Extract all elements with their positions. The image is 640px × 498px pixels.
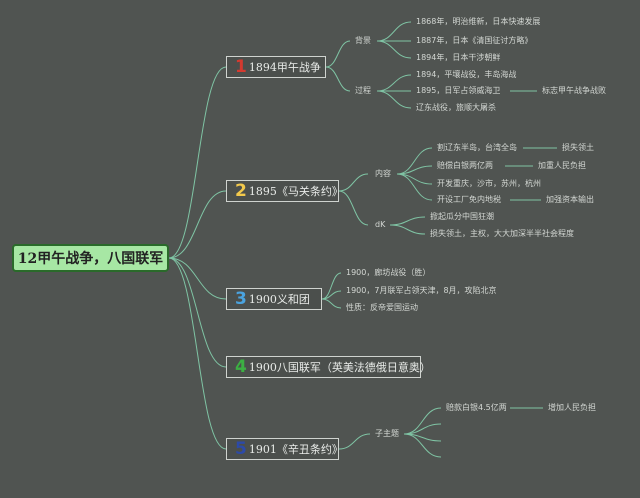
topic-label: 1900八国联军（英美法德俄日意奥） [248, 361, 431, 374]
group-label-subtopic[interactable]: 子主题 [375, 429, 399, 438]
topic-shimonoseki-treaty[interactable]: 2 1895《马关条约》 [226, 180, 343, 202]
topic-number: 3 [235, 288, 247, 309]
root-branch-line [168, 66, 227, 259]
leaf-item[interactable]: 掀起瓜分中国狂潮 [430, 212, 494, 221]
leaf-item[interactable]: 1894年，日本干涉朝鲜 [416, 53, 501, 62]
leaf-item[interactable]: 1895，日军占领威海卫 [416, 86, 501, 95]
topic-number: 4 [235, 356, 247, 377]
topic-number: 5 [235, 438, 247, 459]
branch-line [338, 190, 369, 226]
leaf-note[interactable]: 损失领土 [562, 143, 594, 152]
leaf-item[interactable]: 1868年，明治维新，日本快速发展 [416, 17, 541, 26]
branch-line [403, 433, 442, 458]
topic-number: 2 [235, 180, 247, 201]
branch-line [376, 40, 412, 59]
group-label-impact[interactable]: dK [375, 220, 386, 229]
topic-label: 1900义和团 [248, 293, 310, 306]
topic-label: 1901《辛丑条约》 [248, 443, 343, 456]
root-topic[interactable]: 12甲午战争，八国联军 [12, 244, 169, 272]
topic-label: 1894甲午战争 [248, 61, 321, 74]
root-branch-line [168, 190, 227, 259]
leaf-item[interactable]: 1900，廊坊战役（胜） [346, 268, 431, 277]
leaf-item[interactable]: 辽东战役，旅顺大屠杀 [416, 103, 496, 112]
branch-line [376, 90, 412, 109]
branch-line [396, 173, 433, 185]
root-branch-line [168, 257, 227, 450]
branch-line [396, 147, 433, 175]
leaf-item[interactable]: 赔款白银4.5亿两 [446, 403, 507, 412]
leaf-note[interactable]: 标志甲午战争战败 [542, 86, 606, 95]
branch-line [403, 423, 442, 435]
branch-line [403, 407, 442, 435]
leaf-item[interactable]: 1894，平壤战役，丰岛海战 [416, 70, 517, 79]
leaf-item[interactable]: 割辽东半岛，台湾全岛 [437, 143, 517, 152]
topic-1894-war[interactable]: 1 1894甲午战争 [226, 56, 326, 78]
leaf-note[interactable]: 加重人民负担 [538, 161, 586, 170]
branch-line [376, 21, 412, 42]
leaf-item[interactable]: 赔偿白银两亿两 [437, 161, 493, 170]
group-label-content[interactable]: 内容 [375, 169, 391, 178]
topic-number: 1 [235, 56, 247, 77]
branch-line [321, 298, 342, 309]
group-label-process[interactable]: 过程 [355, 86, 371, 95]
branch-line [325, 66, 351, 92]
leaf-item[interactable]: 损失领土，主权，大大加深半半社会程度 [430, 229, 574, 238]
topic-label: 1895《马关条约》 [248, 185, 343, 198]
group-label-background[interactable]: 背景 [355, 36, 371, 45]
leaf-item[interactable]: 1887年，日本《清国征讨方略》 [416, 36, 533, 45]
root-branch-line [168, 257, 227, 300]
leaf-item[interactable]: 开设工厂免内地税 [437, 195, 501, 204]
branch-line [376, 74, 412, 92]
topic-boxer-movement[interactable]: 3 1900义和团 [226, 288, 322, 310]
branch-line [396, 173, 433, 201]
leaf-item[interactable]: 开发重庆，沙市，苏州，杭州 [437, 179, 541, 188]
branch-line [338, 173, 369, 192]
topic-boxer-protocol[interactable]: 5 1901《辛丑条约》 [226, 438, 343, 460]
root-branch-line [168, 257, 227, 368]
leaf-note[interactable]: 加强资本输出 [546, 195, 594, 204]
topic-eight-nation-alliance[interactable]: 4 1900八国联军（英美法德俄日意奥） [226, 356, 431, 378]
branch-line [389, 224, 426, 235]
branch-line [325, 40, 351, 68]
leaf-note[interactable]: 增加人民负担 [548, 403, 596, 412]
leaf-item[interactable]: 性质：反帝爱国运动 [346, 303, 418, 312]
branch-line [389, 216, 426, 226]
leaf-item[interactable]: 1900，7月联军占领天津，8月，攻陷北京 [346, 286, 497, 295]
branch-line [338, 433, 371, 450]
branch-line [321, 272, 342, 300]
